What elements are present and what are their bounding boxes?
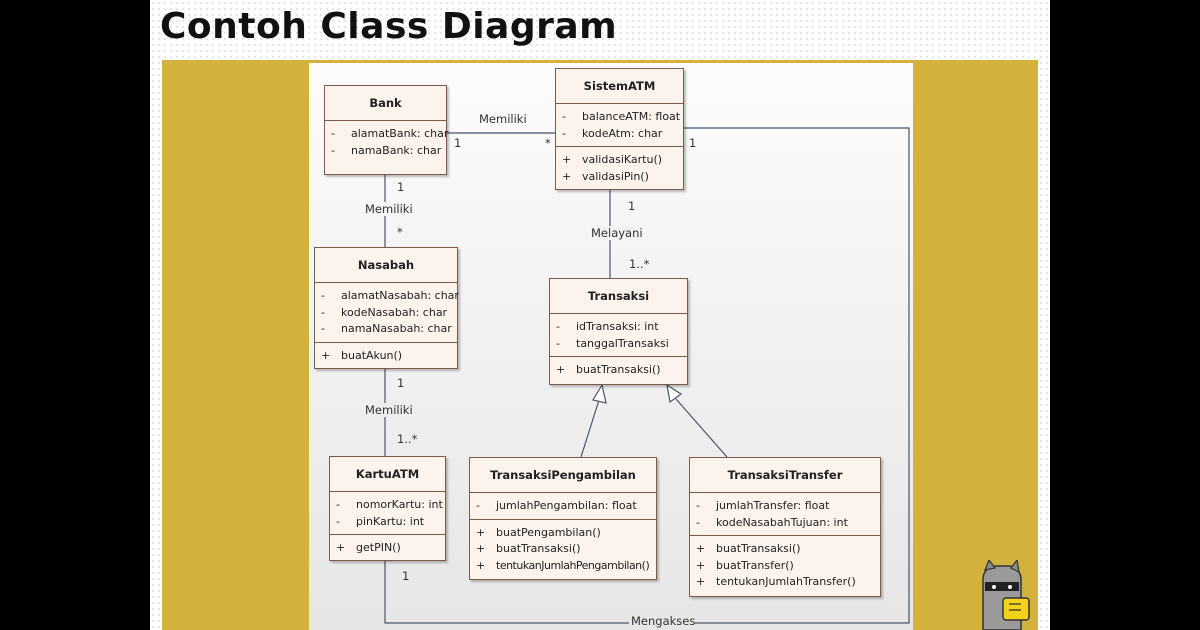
label-nasabah-kartu: Memiliki [365,403,413,417]
label-kartu-sistem: Mengakses [631,614,696,628]
class-name: Nasabah [315,248,457,283]
attribute: -alamatNasabah: char [321,289,459,302]
operation: +buatTransaksi() [556,363,661,376]
operation-section: +buatTransaksi() +buatTransfer() +tentuk… [690,536,880,595]
class-sistem-atm[interactable]: SistemATM -balanceATM: float -kodeAtm: c… [555,68,684,190]
attribute: -alamatBank: char [331,127,449,140]
operation: +buatAkun() [321,348,403,362]
operation-section: +buatTransaksi() [550,357,687,383]
operation: +buatTransaksi() [476,542,581,555]
attribute: -jumlahPengambilan: float [476,499,637,512]
mult-sistem-transaksi-transaksi: 1..* [629,257,650,271]
attribute: -pinKartu: int [336,514,425,528]
attribute: -jumlahTransfer: float [696,499,830,512]
mult-bank-nasabah-nasabah: * [397,225,403,239]
diagram-canvas: Memiliki 1 * 1 Memiliki * 1 Melayani 1..… [309,63,913,630]
mult-bank-sistem-bank: 1 [454,136,462,150]
operation: +validasiPin() [562,169,649,183]
attribute-section: -alamatNasabah: char -kodeNasabah: char … [315,283,459,343]
mult-nasabah-kartu-kartu: 1..* [397,432,418,446]
class-name: TransaksiPengambilan [470,458,656,493]
mult-sistem-transaksi-sistem: 1 [628,199,636,213]
generalization-pengambilan [580,399,600,458]
class-name: SistemATM [556,69,683,104]
class-name: KartuATM [330,457,445,492]
label-bank-nasabah: Memiliki [365,202,413,216]
class-kartu-atm[interactable]: KartuATM -nomorKartu: int -pinKartu: int… [329,456,446,561]
slide: Contoh Class Diagram [150,0,1050,630]
operation: +getPIN() [336,541,401,554]
operation: +validasiKartu() [562,153,663,166]
attribute-section: -alamatBank: char -namaBank: char [325,121,449,163]
attribute: -kodeNasabahTujuan: int [696,515,848,529]
mult-nasabah-kartu-nasabah: 1 [397,376,405,390]
class-name: TransaksiTransfer [690,458,880,493]
attribute: -nomorKartu: int [336,498,443,511]
class-name: Transaksi [550,279,687,314]
assoc-kartu-sistem-2 [684,127,910,624]
attribute: -tanggalTransaksi [556,336,669,350]
mult-kartu-sistem-sistem: 1 [689,136,697,150]
label-sistem-transaksi: Melayani [591,226,643,240]
attribute-section: -idTransaksi: int -tanggalTransaksi [550,314,687,357]
operation-section: +getPIN() [330,535,445,561]
operation-section: +validasiKartu() +validasiPin() [556,147,683,189]
class-transaksi-pengambilan[interactable]: TransaksiPengambilan -jumlahPengambilan:… [469,457,657,580]
mult-kartu-sistem-kartu: 1 [402,569,410,583]
class-transaksi-transfer[interactable]: TransaksiTransfer -jumlahTransfer: float… [689,457,881,597]
class-name: Bank [325,86,446,121]
attribute: -namaNasabah: char [321,322,452,335]
inherit-arrow-right [666,383,683,404]
mascot-icon [982,560,1030,630]
inherit-arrow-left [592,383,607,404]
operation: +buatTransfer() [696,558,794,572]
attribute: -kodeAtm: char [562,126,663,140]
diagram-panel: Memiliki 1 * 1 Memiliki * 1 Melayani 1..… [162,60,1038,630]
attribute-section: -jumlahPengambilan: float [470,493,656,520]
label-bank-sistem: Memiliki [479,112,527,126]
attribute-section: -jumlahTransfer: float -kodeNasabahTujua… [690,493,880,536]
operation-section: +buatAkun() [315,343,457,369]
slide-title: Contoh Class Diagram [160,6,618,47]
mult-bank-sistem-sistem: * [545,136,551,150]
operation: +buatTransaksi() [696,542,801,555]
operation-section: +buatPengambilan() +buatTransaksi() +ten… [470,520,656,579]
class-nasabah[interactable]: Nasabah -alamatNasabah: char -kodeNasaba… [314,247,459,369]
connector-layer [384,127,910,624]
assoc-kartu-sistem [384,561,629,624]
attribute: -kodeNasabah: char [321,305,448,319]
generalization-transfer [675,398,728,458]
mult-bank-nasabah-bank: 1 [397,180,405,194]
attribute-section: -balanceATM: float -kodeAtm: char [556,104,683,147]
operation: +buatPengambilan() [476,525,601,539]
operation: +tentukanJumlahTransfer() [696,575,856,588]
attribute: -namaBank: char [331,143,442,157]
class-transaksi[interactable]: Transaksi -idTransaksi: int -tanggalTran… [549,278,688,385]
attribute: -balanceATM: float [562,110,681,123]
attribute-section: -nomorKartu: int -pinKartu: int [330,492,445,535]
class-bank[interactable]: Bank -alamatBank: char -namaBank: char [324,85,449,175]
attribute: -idTransaksi: int [556,320,659,333]
operation: +tentukanJumlahPengambilan() [476,558,650,572]
